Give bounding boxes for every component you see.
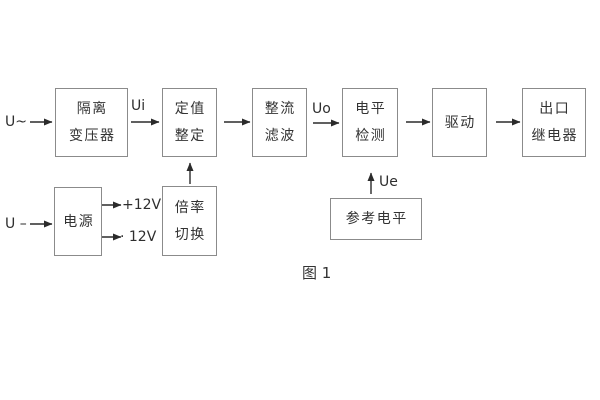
block-driver: 驱动 xyxy=(432,88,487,157)
label-ue: Ue xyxy=(379,174,398,190)
block-ratio-switch: 倍率 切换 xyxy=(162,186,217,256)
block-isolation-transformer: 隔离 变压器 xyxy=(55,88,128,157)
block-power-supply: 电源 xyxy=(54,187,102,256)
block-setting-adjust: 定值 整定 xyxy=(162,88,217,157)
block-level-detect: 电平 检测 xyxy=(342,88,398,157)
block-label: 驱动 xyxy=(444,114,476,131)
block-label: 倍率 xyxy=(174,199,206,216)
block-label: 继电器 xyxy=(531,128,578,144)
block-label: 滤波 xyxy=(264,128,296,144)
label-input-ac: U~ xyxy=(5,114,27,130)
block-label: 电源 xyxy=(63,213,95,230)
label-uo: Uo xyxy=(312,101,331,117)
block-label: 出口 xyxy=(539,101,571,117)
label-minus-12v: · 12V xyxy=(120,229,157,245)
label-ui: Ui xyxy=(131,98,146,114)
label-input-dc: U – xyxy=(5,216,27,232)
block-label: 电平 xyxy=(355,101,387,117)
block-rectify-filter: 整流 滤波 xyxy=(252,88,307,157)
block-label: 切换 xyxy=(174,226,206,243)
block-label: 隔离 xyxy=(76,101,108,117)
block-label: 检测 xyxy=(355,128,387,144)
figure-caption: 图 1 xyxy=(302,264,332,282)
block-label: 定值 xyxy=(174,101,206,117)
block-label: 整定 xyxy=(174,128,206,144)
block-reference-level: 参考电平 xyxy=(330,198,422,240)
label-plus-12v: +12V xyxy=(122,197,162,213)
block-output-relay: 出口 继电器 xyxy=(522,88,586,157)
block-label: 参考电平 xyxy=(345,211,408,227)
block-label: 整流 xyxy=(264,101,296,117)
block-label: 变压器 xyxy=(69,128,116,144)
